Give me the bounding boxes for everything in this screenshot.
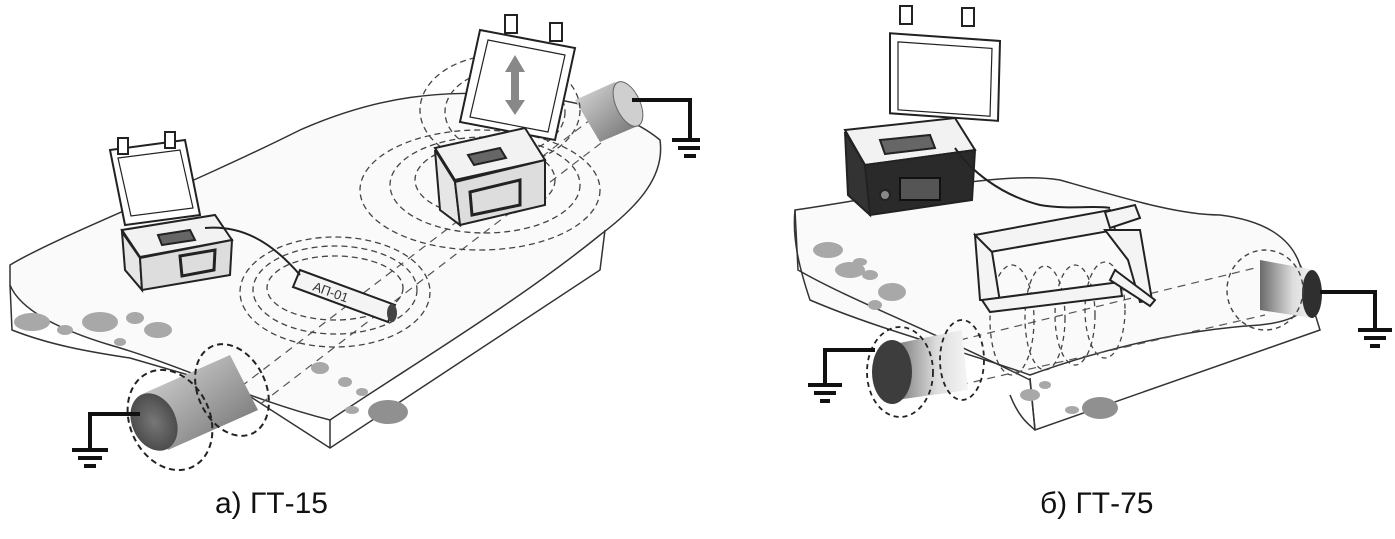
panel-a-gt15: АП-01 а) ГТ-15 — [9, 14, 700, 520]
stones-a — [14, 312, 408, 424]
ground-slab-b — [793, 176, 1321, 432]
illustration-b — [793, 5, 1392, 432]
pipe-path-b — [959, 267, 1266, 386]
ground-symbol-a1 — [72, 412, 140, 468]
pipe-path-a — [229, 119, 606, 413]
ground-symbol-a2 — [632, 98, 700, 158]
caption-b: б) ГТ-75 — [1040, 487, 1154, 520]
field-lines-coil — [989, 261, 1126, 376]
illustration-a: АП-01 — [9, 14, 700, 472]
pipe-front-b — [866, 319, 985, 418]
probe-ap01: АП-01 — [291, 268, 397, 324]
caption-a: а) ГТ-15 — [215, 487, 328, 520]
field-lines-probe — [239, 236, 431, 348]
panel-b-gt75: б) ГТ-75 — [700, 0, 1395, 539]
transmitter-case-b — [843, 5, 1002, 218]
ground-symbol-b2 — [1320, 290, 1392, 348]
stones-b — [813, 242, 1118, 419]
double-arrow-icon — [505, 55, 525, 115]
pipe-front-a — [126, 343, 270, 472]
ground-symbol-b1 — [808, 348, 875, 403]
cable-b — [954, 147, 1111, 209]
pipe-back-a — [575, 81, 644, 142]
pipe-back-b — [1226, 249, 1322, 331]
receiver-case-a — [108, 131, 234, 293]
cable-a — [204, 226, 301, 276]
inductive-clamp — [973, 203, 1157, 314]
